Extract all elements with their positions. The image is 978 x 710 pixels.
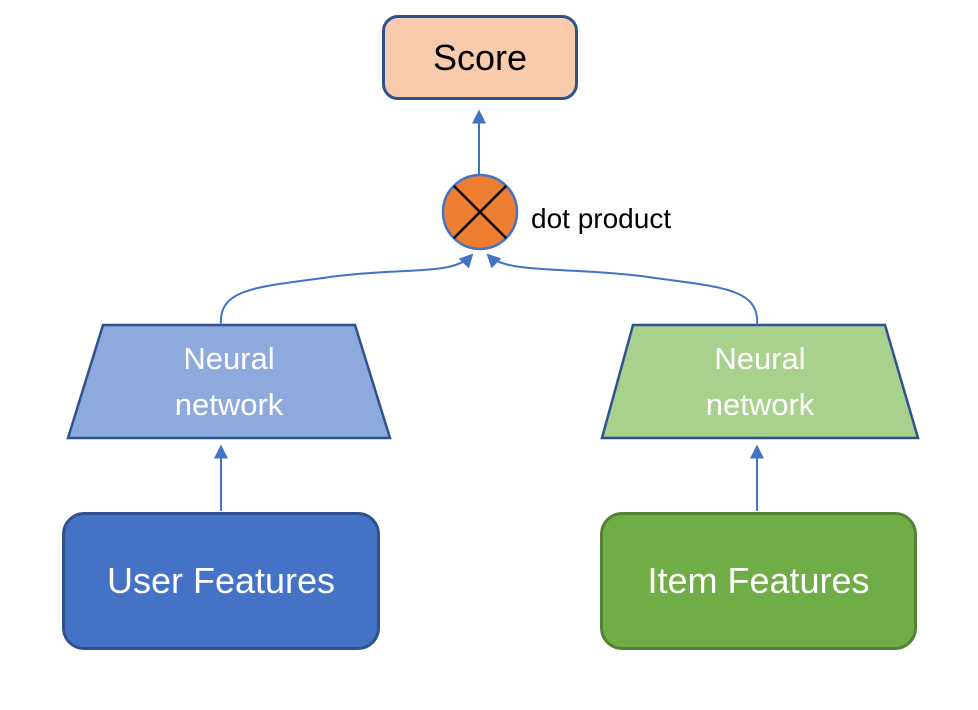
user-features-node: User Features (62, 512, 380, 650)
score-label: Score (432, 36, 528, 78)
item-features-label: Item Features (647, 560, 870, 601)
edge-user-tower-to-dot-product-arrow (219, 253, 474, 326)
item-tower-trapezoid (600, 323, 920, 440)
x-mark-icon (453, 185, 507, 239)
dot-product-label: dot product (531, 203, 672, 234)
edge-item-tower-to-dot-product-arrow (486, 253, 759, 326)
user-tower-trapezoid (66, 323, 392, 440)
item-features-node: Item Features (600, 512, 917, 650)
user-tower-label: Neural network (174, 340, 284, 423)
user-features-label: User Features (106, 560, 336, 601)
item-tower-label: Neural network (705, 340, 815, 423)
score-node: Score (382, 15, 578, 100)
